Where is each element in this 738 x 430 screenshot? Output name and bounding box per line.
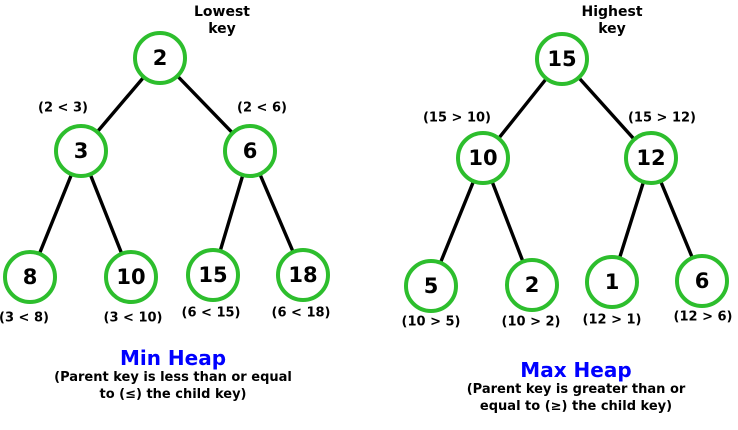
min-heap-node-2: 2	[133, 31, 187, 85]
max-heap-edge-label-1: (15 > 10)	[422, 110, 492, 126]
min-heap-annotation-line1: Lowest	[194, 4, 250, 20]
min-heap-subtitle-line1: (Parent key is less than or equal	[54, 370, 292, 385]
max-heap-edge-label-3: (10 > 5)	[401, 314, 461, 330]
node-value: 10	[116, 265, 146, 289]
min-heap-node-18: 18	[276, 248, 330, 302]
min-heap-node-15: 15	[186, 248, 240, 302]
min-heap-edge-label-5: (6 < 15)	[181, 305, 241, 321]
min-heap-caption: Min Heap (Parent key is less than or equ…	[54, 347, 292, 403]
max-heap-node-12: 12	[624, 131, 678, 185]
max-heap-node-2: 2	[505, 258, 559, 312]
max-heap-node-1: 1	[585, 255, 639, 309]
min-heap-annotation-line2: key	[208, 21, 236, 37]
node-value: 15	[198, 263, 228, 287]
max-heap-annotation-line2: key	[598, 21, 626, 37]
max-heap-annotation: Highest key	[581, 4, 642, 38]
max-heap-annotation-line1: Highest	[581, 4, 643, 20]
node-value: 5	[423, 274, 439, 298]
max-heap-node-10: 10	[456, 131, 510, 185]
node-value: 6	[694, 269, 710, 293]
node-value: 18	[288, 263, 318, 287]
max-heap-title: Max Heap	[520, 358, 632, 382]
node-value: 2	[524, 273, 540, 297]
min-heap-edge-label-4: (3 < 10)	[103, 310, 163, 326]
min-heap-edge-label-2: (2 < 6)	[237, 100, 287, 116]
node-value: 1	[604, 270, 620, 294]
node-value: 12	[636, 146, 666, 170]
min-heap-subtitle-line2: to (≤) the child key)	[99, 386, 247, 402]
max-heap-edge-label-5: (12 > 1)	[582, 312, 642, 328]
max-heap-node-6: 6	[675, 254, 729, 308]
min-heap-annotation: Lowest key	[194, 4, 250, 38]
node-value: 2	[152, 46, 168, 70]
min-heap-node-8: 8	[3, 250, 57, 304]
max-heap-edge-label-4: (10 > 2)	[501, 314, 561, 330]
max-heap-subtitle-line2: equal to (≥) the child key)	[479, 398, 673, 414]
node-value: 6	[242, 139, 258, 163]
max-heap-edge-label-6: (12 > 6)	[673, 309, 733, 325]
max-heap-edge-label-2: (15 > 12)	[627, 110, 697, 126]
min-heap-node-6: 6	[223, 124, 277, 178]
min-heap-edge-label-3: (3 < 8)	[0, 310, 49, 326]
min-heap-edge-label-1: (2 < 3)	[38, 100, 88, 116]
min-heap-node-10: 10	[104, 250, 158, 304]
min-heap-node-3: 3	[54, 124, 108, 178]
node-value: 8	[22, 265, 38, 289]
min-heap-edge-label-6: (6 < 18)	[271, 305, 331, 321]
max-heap-caption: Max Heap (Parent key is greater than or …	[467, 359, 686, 415]
min-heap-title: Min Heap	[119, 346, 227, 370]
node-value: 15	[547, 47, 577, 71]
node-value: 10	[468, 146, 498, 170]
max-heap-node-5: 5	[404, 259, 458, 313]
max-heap-node-15: 15	[535, 32, 589, 86]
max-heap-subtitle-line1: (Parent key is greater than or	[466, 382, 686, 397]
node-value: 3	[73, 139, 89, 163]
